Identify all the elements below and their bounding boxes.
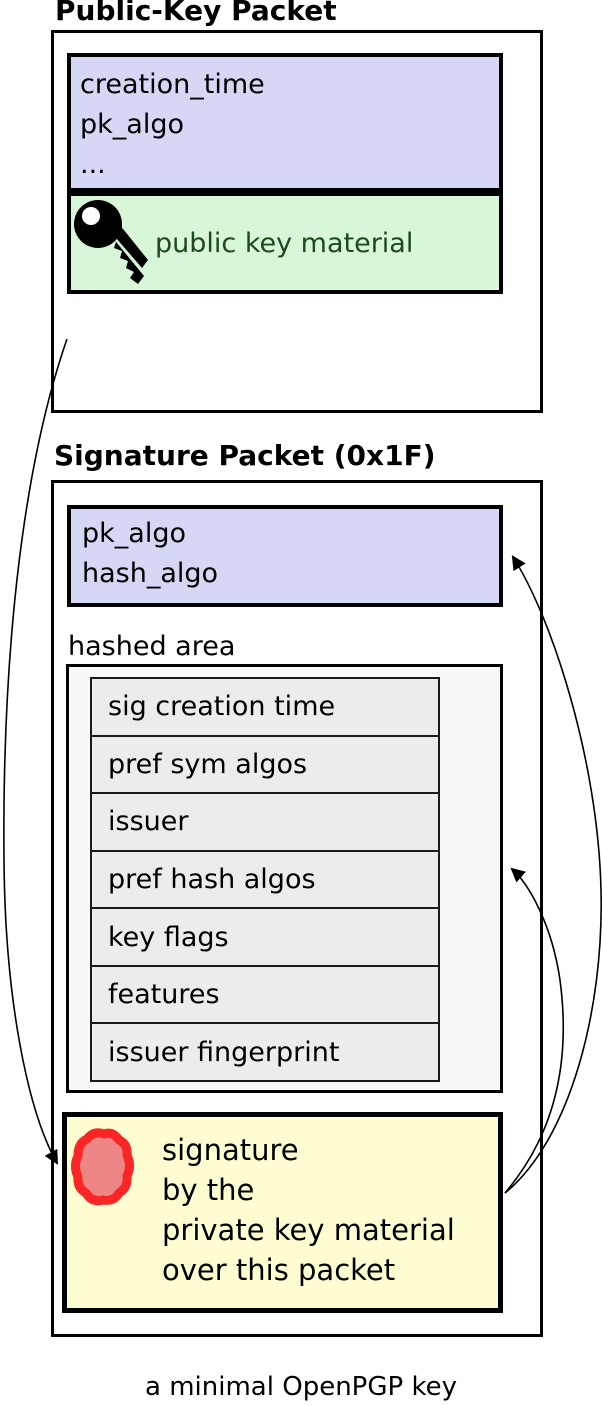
public-key-packet-box: creation_time pk_algo ... public key mat… (51, 30, 543, 413)
subpacket-row-key-flags: key flags (92, 909, 438, 967)
field-sig-pk-algo: pk_algo (82, 518, 186, 549)
signature-header-fields-box: pk_algo hash_algo (67, 505, 503, 607)
subpacket-row-pref-hash-algos: pref hash algos (92, 852, 438, 910)
field-ellipsis: ... (80, 149, 106, 180)
field-hash-algo: hash_algo (82, 558, 219, 589)
signature-line-4: over this packet (162, 1253, 396, 1287)
seal-icon (71, 1128, 134, 1206)
signature-value-box: signature by the private key material ov… (62, 1112, 503, 1313)
signature-line-2: by the (162, 1173, 255, 1207)
hashed-area-box: sig creation time pref sym algos issuer … (66, 664, 503, 1093)
signature-line-3: private key material (162, 1213, 455, 1247)
signature-description: signature by the private key material ov… (162, 1130, 455, 1290)
caption: a minimal OpenPGP key (145, 1372, 457, 1402)
public-key-material-box: public key material (67, 192, 503, 294)
public-key-material-label: public key material (155, 227, 414, 259)
signature-packet-title: Signature Packet (0x1F) (54, 439, 436, 472)
signature-line-1: signature (162, 1133, 299, 1167)
subpacket-row-issuer-fingerprint: issuer fingerprint (108, 1036, 340, 1068)
public-key-packet-title: Public-Key Packet (55, 0, 337, 27)
subpacket-row-issuer: issuer (92, 794, 438, 852)
subpacket-row-sig-creation-time: sig creation time (92, 679, 438, 737)
hashed-area-label: hashed area (68, 631, 236, 662)
subpacket-row-features: features (92, 967, 438, 1025)
field-pk-algo: pk_algo (80, 109, 184, 140)
field-creation-time: creation_time (80, 69, 265, 100)
hashed-subpackets-table: sig creation time pref sym algos issuer … (90, 677, 440, 1082)
signature-packet-box: pk_algo hash_algo hashed area sig creati… (51, 480, 543, 1337)
subpacket-row-pref-sym-algos: pref sym algos (92, 737, 438, 795)
public-key-header-fields-box: creation_time pk_algo ... (67, 53, 503, 192)
key-icon (74, 200, 148, 284)
